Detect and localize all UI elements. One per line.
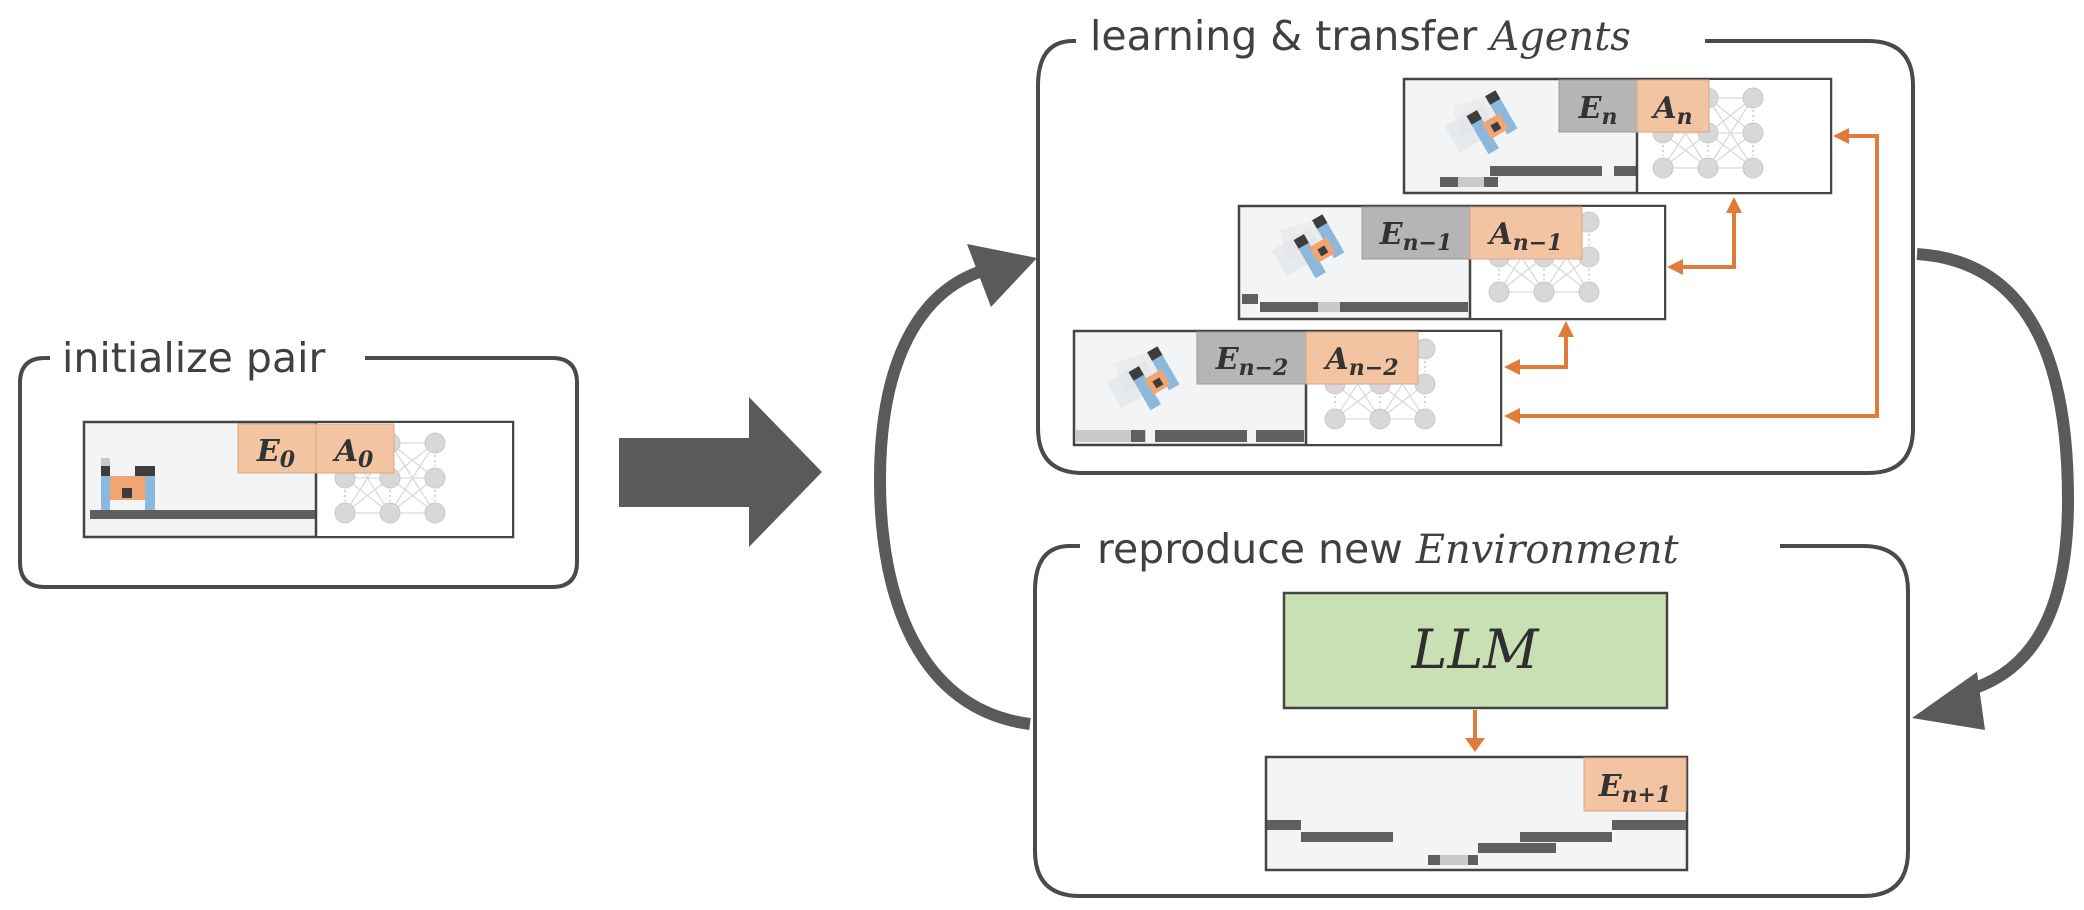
transfer-arrowheads bbox=[1504, 128, 1849, 424]
initial-agent-tag bbox=[315, 423, 395, 474]
pair-card-n-minus-2: En−2 An−2 bbox=[1072, 329, 1503, 447]
initialize-pair-frame bbox=[18, 356, 579, 589]
learning-transfer-label: learning & transfer Agents bbox=[1090, 12, 1631, 60]
agent-tag-n-minus-2 bbox=[1305, 331, 1419, 385]
env-label-n-minus-1: En−1 bbox=[1379, 217, 1453, 256]
env-tag-n-minus-2 bbox=[1196, 331, 1307, 385]
new-env-label: En+1 bbox=[1598, 769, 1672, 808]
new-env-tag bbox=[1583, 757, 1687, 812]
learning-transfer-group: learning & transfer Agents En An bbox=[1036, 12, 1915, 475]
llm-box bbox=[1282, 591, 1669, 710]
pair-card-n: En An bbox=[1402, 77, 1833, 195]
agent-label-n-minus-1: An−1 bbox=[1486, 217, 1562, 256]
agent-label-n: An bbox=[1650, 91, 1692, 130]
env-tag-n-minus-1 bbox=[1361, 206, 1471, 260]
llm-label: LLM bbox=[1410, 618, 1540, 681]
initialize-pair-label: initialize pair bbox=[62, 334, 325, 382]
cycle-arrowhead-right bbox=[1912, 672, 1985, 730]
reproduce-environment-group: reproduce new Environment LLM En+1 bbox=[1033, 525, 1910, 898]
learning-transfer-frame bbox=[1036, 39, 1915, 475]
cycle-arrow-right bbox=[1916, 248, 2075, 694]
reproduce-environment-label: reproduce new Environment bbox=[1097, 525, 1680, 573]
transfer-connectors bbox=[1514, 134, 1879, 418]
cycle-arrowhead-left bbox=[967, 244, 1037, 307]
agent-label-n-minus-2: An−2 bbox=[1322, 342, 1398, 381]
reproduce-environment-frame bbox=[1033, 544, 1910, 898]
env-label-n-minus-2: En−2 bbox=[1215, 342, 1289, 381]
pair-card-n-minus-1: En−1 An−1 bbox=[1237, 204, 1667, 321]
initialize-pair-group: initialize pair E0 A0 bbox=[18, 334, 579, 589]
llm-to-env-arrowhead bbox=[1465, 738, 1485, 752]
big-right-arrow bbox=[619, 397, 822, 547]
initial-agent-label: A0 bbox=[332, 434, 374, 473]
cycle-arrow-left bbox=[873, 264, 1031, 730]
initial-env-scene bbox=[90, 458, 316, 519]
env-label-n: En bbox=[1578, 91, 1618, 130]
initial-env-label: E0 bbox=[256, 434, 296, 473]
agent-tag-n bbox=[1636, 79, 1710, 133]
agent-tag-n-minus-1 bbox=[1469, 206, 1583, 260]
env-tag-n bbox=[1558, 79, 1638, 133]
